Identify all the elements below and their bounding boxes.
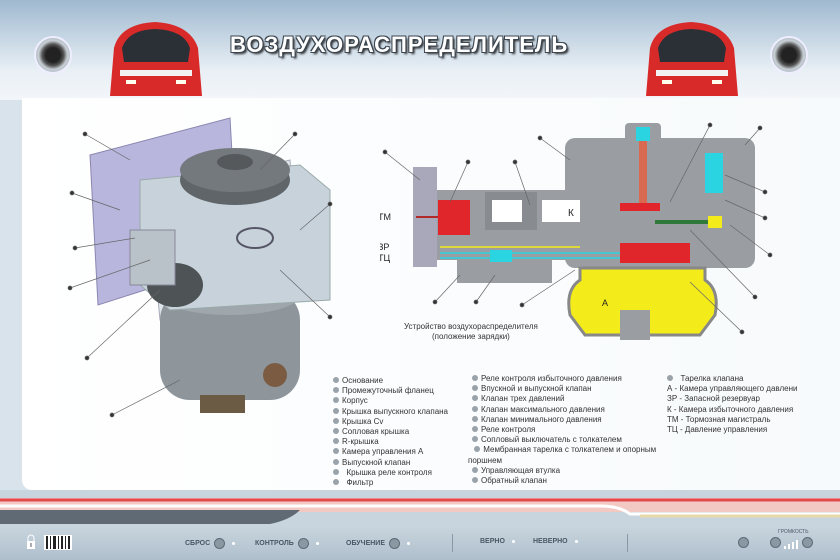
volume-up-button[interactable] [802,537,813,548]
barcode-icon [44,535,72,550]
legend-item: ЗР - Запасной резервуар [667,394,760,404]
diagram-caption: Устройство воздухораспределителя (положе… [404,322,538,342]
legend-item: Сопловый выключатель с толкателем [472,435,656,445]
port-label-tm: ТМ [380,212,391,222]
legend-item: Крышка Cv [333,417,448,427]
legend-item: Мембранная тарелка с толкателем и опорны… [472,445,656,455]
legend-item: Основание [333,376,448,386]
legend-item: Реле контроля [472,425,656,435]
legend-item: Впускной и выпускной клапан [472,384,656,394]
correct-indicator: ВЕРНО [480,538,515,545]
reset-button[interactable]: СБРОС [185,538,236,549]
legend-item: Реле контроля избыточного давления [472,374,656,384]
legend-item: поршнем [468,455,503,465]
air-distributor-3d-image [67,117,333,418]
control-button[interactable]: КОНТРОЛЬ [255,538,319,549]
train-image-right [646,22,738,96]
caption-line-1: Устройство воздухораспределителя [404,322,538,331]
train-image-left [110,22,202,96]
port-label-zr: ЗР [380,242,389,252]
legend-item: Клапан трех давлений [472,394,656,404]
reset-radio-icon [214,538,226,549]
chamber-a-label: А [602,298,608,308]
speaker-icon-left[interactable] [34,36,72,74]
control-radio-icon [297,538,309,549]
training-button[interactable]: ОБУЧЕНИЕ [346,538,410,549]
legend-item: Корпус [333,396,448,406]
legend-item: Управляющая втулка [472,466,656,476]
legend-item: Выпускной клапан [333,458,448,468]
divider [627,534,628,552]
legend-item: Обратный клапан [472,476,656,486]
legend-item: Камера управления А [333,447,448,457]
legend-item: Сопловая крышка [333,427,448,437]
divider [452,534,453,552]
legend-item: Крышка выпускного клапана [333,407,448,417]
decorative-stripes [0,490,840,526]
legend-item: Фильтр [333,478,448,488]
volume-level-icon [784,540,798,549]
legend-item: Крышка реле контроля [333,468,448,478]
chamber-k-label: К [568,208,574,219]
legend-item: Промежуточный фланец [333,386,448,396]
caption-line-2: (положение зарядки) [431,332,510,341]
bottom-toolbar: СБРОС КОНТРОЛЬ ОБУЧЕНИЕ ВЕРНО НЕВЕРНО ГР… [0,526,840,560]
legend-item: ТЦ - Давление управления [667,425,768,435]
training-radio-icon [389,538,400,549]
incorrect-indicator: НЕВЕРНО [533,538,578,545]
schematic-diagram: К ТМ ЗР ТЦ А [380,122,773,340]
speaker-icon-right[interactable] [770,36,808,74]
legend-column-3: Тарелка клапана А - Камера управляющего … [667,374,797,435]
volume-down-button[interactable] [770,537,781,548]
info-button[interactable] [738,537,749,548]
legend-item: К - Камера избыточного давления [667,404,794,414]
port-label-tc: ТЦ [380,253,390,263]
legend-item: ТМ - Тормозная магистраль [667,414,771,424]
legend-item: R-крышка [333,437,448,447]
legend-column-2: Реле контроля избыточного давления Впуск… [468,374,656,486]
legend-item: А - Камера управляющего давлени [667,384,798,394]
legend-item: Тарелка клапана [667,374,797,384]
lock-icon[interactable] [26,534,36,550]
page-title: ВОЗДУХОРАСПРЕДЕЛИТЕЛЬ [230,32,569,57]
legend-item: Клапан минимального давления [472,415,656,425]
volume-label: ГРОМКОСТЬ [778,529,809,535]
legend-item: Клапан максимального давления [472,405,656,415]
header: ВОЗДУХОРАСПРЕДЕЛИТЕЛЬ [0,0,840,100]
legend-column-1: Основание Промежуточный фланец Корпус Кр… [333,376,448,488]
